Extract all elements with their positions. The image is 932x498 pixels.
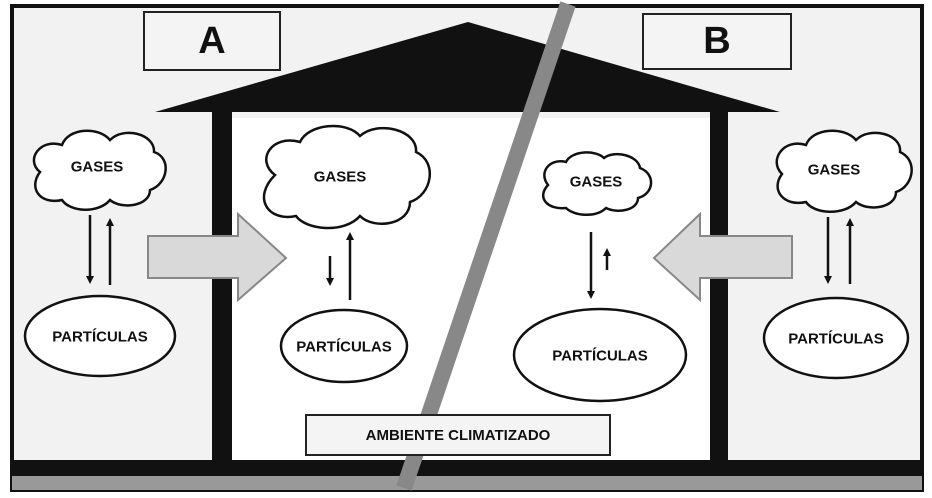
particles-label-inside-left: PARTÍCULAS bbox=[296, 338, 392, 356]
cloud-inside-right bbox=[541, 151, 653, 216]
cloud-outside-right bbox=[775, 129, 913, 213]
house-wall-right bbox=[710, 110, 728, 462]
gases-label-outside-left: GASES bbox=[70, 158, 124, 176]
cloud-outside-left bbox=[32, 129, 167, 211]
section-divider bbox=[396, 1, 576, 491]
gases-label-inside-left: GASES bbox=[313, 168, 367, 186]
gases-label-outside-right: GASES bbox=[807, 161, 861, 179]
section-label-b: B bbox=[642, 13, 792, 70]
particles-ellipse-inside-right bbox=[512, 307, 688, 403]
particles-ellipse-inside-left bbox=[279, 308, 409, 384]
flow-arrow-right bbox=[652, 211, 793, 303]
ground-bar bbox=[12, 460, 922, 476]
section-label-a: A bbox=[143, 11, 281, 71]
flow-arrow-left bbox=[147, 211, 288, 303]
particles-label-inside-right: PARTÍCULAS bbox=[552, 347, 648, 365]
particles-ellipse-outside-right bbox=[762, 296, 910, 380]
ground-line bbox=[12, 476, 922, 490]
particles-ellipse-outside-left bbox=[23, 294, 177, 378]
room-label: AMBIENTE CLIMATIZADO bbox=[305, 414, 611, 456]
cloud-inside-left bbox=[262, 124, 432, 230]
particles-label-outside-right: PARTÍCULAS bbox=[788, 330, 884, 348]
gases-label-inside-right: GASES bbox=[569, 173, 623, 191]
house-roof bbox=[155, 22, 780, 112]
particles-label-outside-left: PARTÍCULAS bbox=[52, 328, 148, 346]
house-wall-left bbox=[212, 110, 232, 462]
